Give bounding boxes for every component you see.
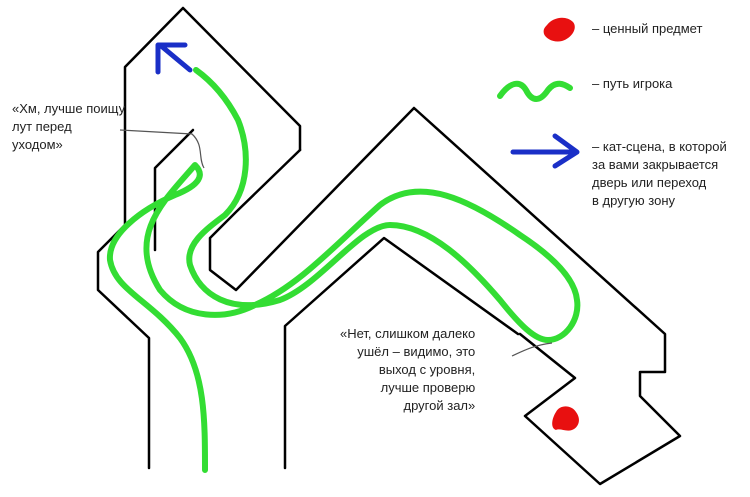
quote-second-line: выход с уровня, xyxy=(378,362,476,377)
legend-cutscene-line: – кат-сцена, в которой xyxy=(592,139,727,154)
legend-item-icon xyxy=(543,17,575,42)
cutscene-arrow-icon xyxy=(155,42,193,75)
legend-item-label: – ценный предмет xyxy=(592,21,703,36)
quote-first-line: «Хм, лучше поищу xyxy=(12,101,126,116)
quote-second-line: другой зал» xyxy=(403,398,476,413)
quote-first: «Хм, лучше поищу лут перед уходом» xyxy=(12,100,125,154)
player-path xyxy=(106,67,581,473)
legend-cutscene-line: дверь или переход xyxy=(592,175,707,190)
quote-second-line: ушёл – видимо, это xyxy=(357,344,476,359)
annotation-line-first xyxy=(119,129,205,169)
quote-first-line: уходом» xyxy=(12,137,63,152)
legend-cutscene-label: – кат-сцена, в которой за вами закрывает… xyxy=(592,138,727,210)
legend-cutscene-arrow-icon xyxy=(510,133,580,169)
valuable-item-icon xyxy=(552,406,579,431)
legend-path-label: – путь игрока xyxy=(592,76,673,91)
quote-second-line: лучше проверю xyxy=(380,380,476,395)
wall-inner xyxy=(283,236,520,470)
legend-path-icon xyxy=(497,80,573,102)
annotation-line-second xyxy=(511,342,553,357)
wall-upper-right xyxy=(208,106,682,486)
quote-first-line: лут перед xyxy=(12,119,72,134)
legend-cutscene-line: за вами закрывается xyxy=(592,157,719,172)
quote-second: «Нет, слишком далеко ушёл – видимо, это … xyxy=(340,325,475,415)
quote-second-line: «Нет, слишком далеко xyxy=(340,326,476,341)
legend-cutscene-line: в другую зону xyxy=(592,193,676,208)
